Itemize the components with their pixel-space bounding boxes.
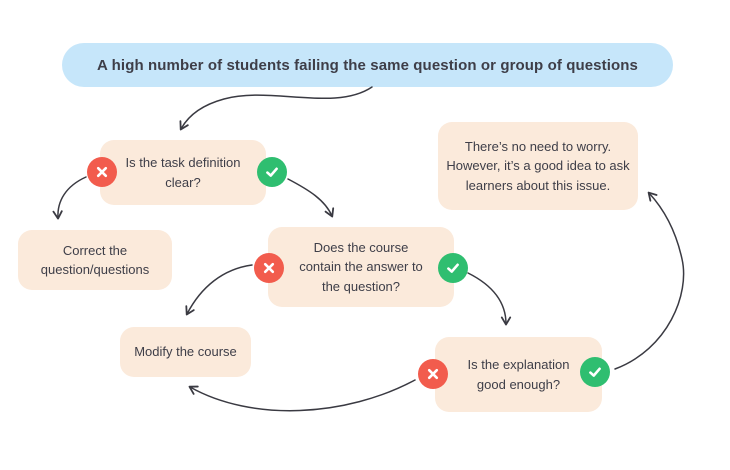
arrow-explanation-no-to-modify <box>188 379 416 412</box>
arrow-start-to-task <box>179 86 373 131</box>
node-label: Correct the question/questions <box>40 242 150 278</box>
node-modify-course: Modify the course <box>120 327 251 377</box>
node-label: Does the course contain the answer to th… <box>299 239 423 294</box>
node-label: There’s no need to worry. However, it’s … <box>446 138 630 193</box>
node-label: Is the explanation good enough? <box>467 357 570 392</box>
node-no-need-to-worry: There’s no need to worry. However, it’s … <box>438 122 638 210</box>
start-label: A high number of students failing the sa… <box>97 56 638 74</box>
start-node: A high number of students failing the sa… <box>62 43 673 87</box>
node-explanation-good: Is the explanation good enough? <box>435 337 602 412</box>
cross-icon <box>87 157 117 187</box>
arrow-course-yes-to-explanation <box>467 272 512 326</box>
arrow-task-yes-to-course <box>287 178 335 218</box>
cross-icon <box>418 359 448 389</box>
node-label: Modify the course <box>134 344 237 360</box>
node-label: Is the task definition clear? <box>125 155 241 190</box>
check-icon <box>438 253 468 283</box>
check-icon <box>580 357 610 387</box>
node-task-definition: Is the task definition clear? <box>100 140 266 205</box>
arrow-task-no-to-correct <box>52 176 87 220</box>
cross-icon <box>254 253 284 283</box>
node-course-answer: Does the course contain the answer to th… <box>268 227 454 307</box>
node-correct-question: Correct the question/questions <box>18 230 172 290</box>
check-icon <box>257 157 287 187</box>
arrow-course-no-to-modify <box>185 264 253 316</box>
arrow-explanation-yes-to-worry <box>614 191 685 370</box>
